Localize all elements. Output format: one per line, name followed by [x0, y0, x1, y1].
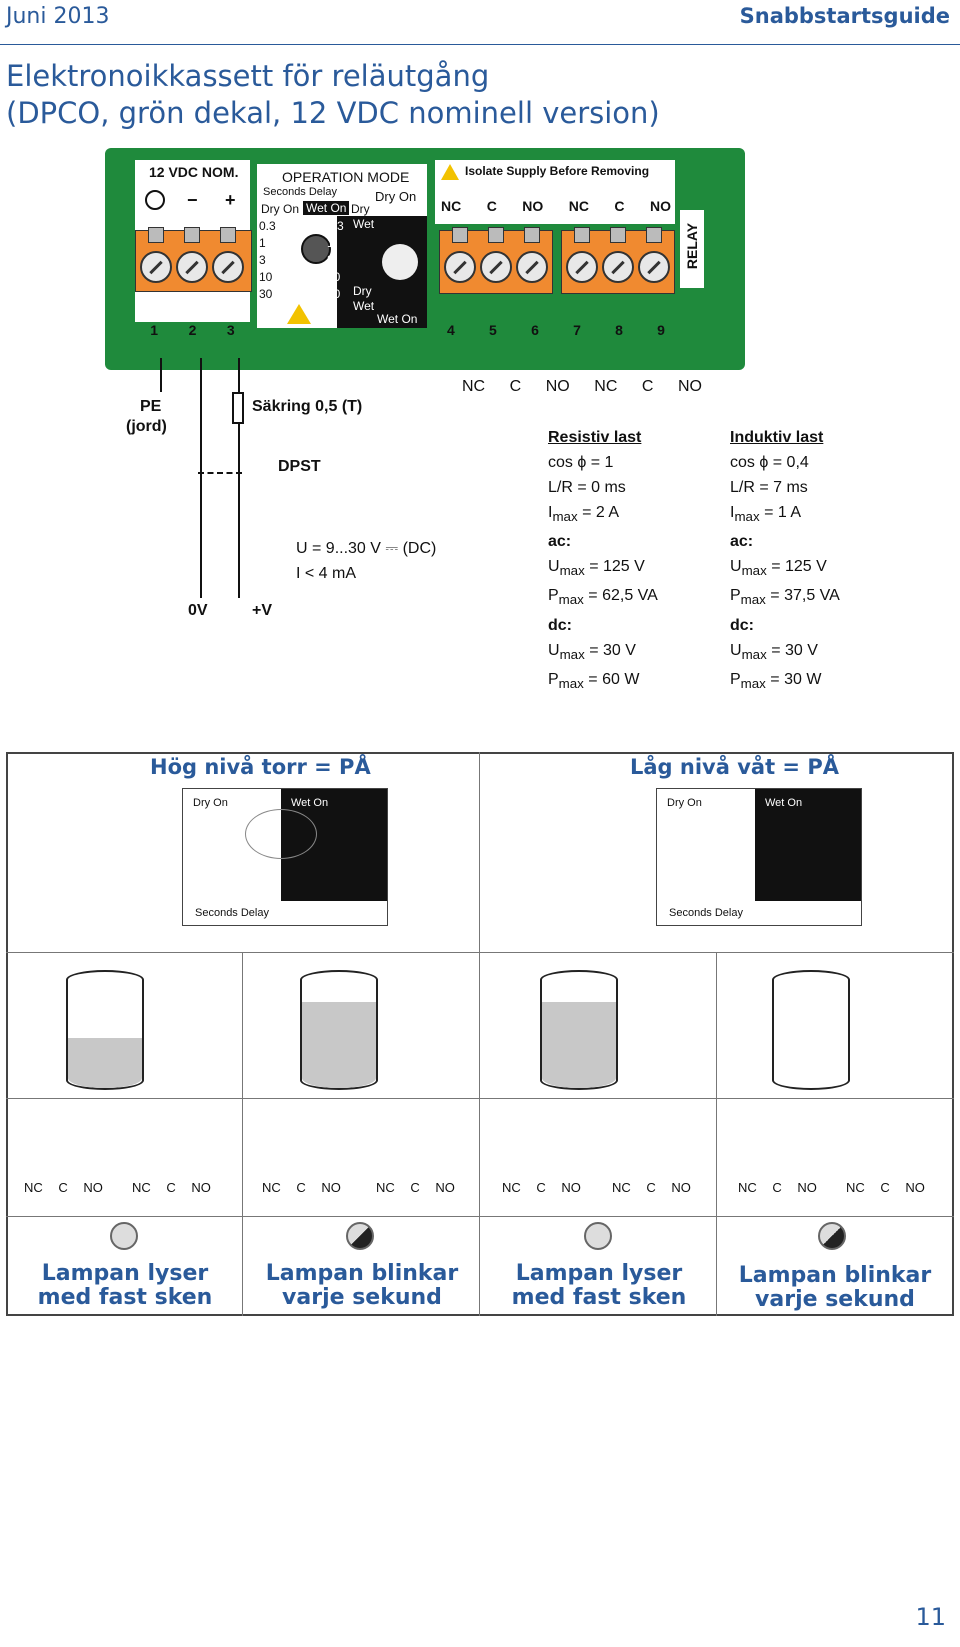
screw-icon — [516, 251, 548, 283]
switch-label: NC C NO — [376, 1180, 455, 1195]
switch-label: NC C NO — [24, 1180, 103, 1195]
switch-label: NC C NO — [262, 1180, 341, 1195]
wet-on-lower: Wet On — [377, 312, 418, 326]
switch-label: NC C NO — [846, 1180, 925, 1195]
screw-icon — [638, 251, 670, 283]
mode-right-title: Låg nivå våt = PÅ — [630, 755, 839, 779]
lamp-text-1: Lampan lyser med fast sken — [37, 1261, 213, 1310]
mode-dial-dry-on: Dry On Wet On Seconds Delay — [182, 788, 388, 926]
switch-label: NC C NO — [612, 1180, 691, 1195]
page-title: Elektronoikkassett för reläutgång (DPCO,… — [6, 58, 660, 132]
isolate-warning: Isolate Supply Before Removing — [465, 164, 650, 178]
wet-sm: Wet — [353, 217, 375, 231]
terminal-numbers-left: 1 2 3 — [150, 322, 235, 338]
ground-icon — [145, 190, 165, 210]
wire — [238, 358, 240, 392]
dpst-label: DPST — [278, 458, 321, 475]
tank-icon — [540, 970, 618, 1090]
switch-label: NC C NO — [738, 1180, 817, 1195]
jord-label: (jord) — [126, 418, 167, 435]
warning-icon — [287, 304, 311, 324]
page-title-line2: (DPCO, grön dekal, 12 VDC nominell versi… — [6, 96, 660, 130]
pe-label: PE — [140, 398, 162, 415]
screw-icon — [444, 251, 476, 283]
terminal-block-relay-b — [561, 227, 675, 294]
header-guide-title: Snabbstartsguide — [739, 4, 950, 28]
screw-icon — [212, 251, 244, 283]
screw-icon — [566, 251, 598, 283]
header-rule — [0, 44, 960, 45]
lamp-text-3: Lampan lyser med fast sken — [511, 1261, 687, 1310]
tank-icon — [772, 970, 850, 1090]
relay-board: 12 VDC NOM. − + 1 2 3 OPERATION MODE Sec… — [105, 148, 745, 370]
screw-icon — [176, 251, 208, 283]
fuse-icon — [232, 392, 244, 424]
switch-label: NC C NO — [502, 1180, 581, 1195]
operation-mode-label: OPERATION MODE — [282, 169, 410, 185]
dry-on-label: Dry On — [375, 189, 417, 204]
plus-label: + — [225, 190, 236, 210]
screw-icon — [480, 251, 512, 283]
terminal-block-relay-a — [439, 227, 553, 294]
mode-dial-wet-on: Dry On Wet On Seconds Delay — [656, 788, 862, 926]
lamp-blink-icon — [818, 1222, 846, 1250]
nominal-label: 12 VDC NOM. — [149, 164, 239, 180]
zero-v-label: 0V — [188, 602, 208, 619]
delay-dial[interactable] — [301, 234, 331, 264]
lamp-text-4: Lampan blinkar varje sekund — [738, 1263, 932, 1312]
lamp-steady-icon — [110, 1222, 138, 1250]
lamp-steady-icon — [584, 1222, 612, 1250]
dpst-link — [198, 472, 242, 474]
resistive-load: Resistiv last cos ϕ = 1 L/R = 0 ms Imax … — [548, 429, 658, 691]
warning-icon — [441, 164, 459, 180]
relay-tag: RELAY — [680, 210, 704, 288]
tank-icon — [300, 970, 378, 1090]
page-number: 11 — [915, 1603, 946, 1631]
wire — [160, 358, 162, 392]
terminal-block-power — [135, 227, 252, 292]
indicator-lamp — [382, 244, 418, 280]
minus-label: − — [187, 190, 198, 210]
seconds-delay-label: Seconds Delay — [263, 186, 337, 198]
fuse-label: Säkring 0,5 (T) — [252, 398, 363, 415]
inductive-load: Induktiv last cos ϕ = 0,4 L/R = 7 ms Ima… — [730, 429, 840, 691]
wet-on-sm: Wet On — [303, 201, 350, 215]
wire — [200, 358, 202, 598]
plus-v-label: +V — [252, 602, 273, 619]
lamp-blink-icon — [346, 1222, 374, 1250]
dry-on-sm: Dry On — [261, 202, 300, 216]
current-label: I < 4 mA — [296, 565, 357, 582]
screw-icon — [602, 251, 634, 283]
page-title-line1: Elektronoikkassett för reläutgång — [6, 59, 490, 93]
mode-left-title: Hög nivå torr = PÅ — [150, 755, 371, 779]
voltage-label: U = 9...30 V ⎓ (DC) — [296, 540, 437, 557]
operation-mode-block: OPERATION MODE Seconds Delay Dry On Dry … — [257, 164, 427, 328]
tank-icon — [66, 970, 144, 1090]
mode-table — [6, 752, 954, 1316]
dry-sm: Dry — [351, 202, 370, 216]
lamp-text-2: Lampan blinkar varje sekund — [265, 1261, 459, 1310]
screw-icon — [140, 251, 172, 283]
switch-label: NC C NO — [132, 1180, 211, 1195]
wire — [238, 424, 240, 598]
dial-icon — [245, 809, 317, 859]
header-date: Juni 2013 — [6, 4, 110, 29]
